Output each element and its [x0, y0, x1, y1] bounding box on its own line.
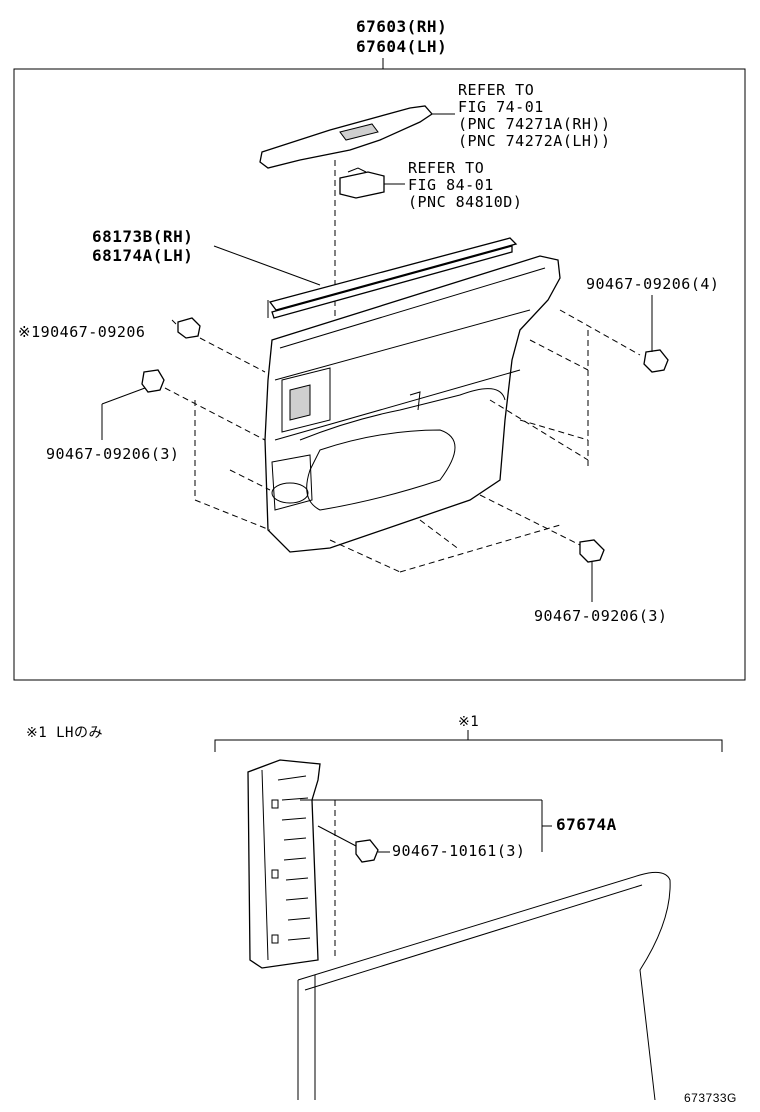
switch-base-part	[259, 105, 433, 169]
top-part-label-rh: 67603(RH)	[356, 17, 448, 36]
refer-switch-line4: (PNC 74272A(LH))	[458, 132, 611, 150]
weatherstrip-label-rh: 68173B(RH)	[92, 227, 194, 246]
pillar-clip-label: 90467-10161(3)	[392, 842, 526, 860]
weatherstrip-part	[267, 237, 518, 319]
weatherstrip-label-lh: 68174A(LH)	[92, 246, 194, 265]
top-part-label-lh: 67604(LH)	[356, 37, 448, 56]
pillar-garnish-part	[247, 759, 321, 969]
door-trim-panel	[264, 255, 561, 553]
lh-only-bracket	[214, 739, 723, 752]
refer-lamp-line3: (PNC 84810D)	[408, 193, 523, 211]
pillar-clip	[355, 839, 379, 863]
door-frame-outline	[297, 871, 671, 1101]
refer-switch-line3: (PNC 74271A(RH))	[458, 115, 611, 133]
clip-right	[643, 349, 669, 373]
bracket-note: ※1	[458, 714, 480, 730]
pillar-part-label: 67674A	[556, 815, 617, 834]
refer-switch-line2: FIG 74-01	[458, 98, 544, 116]
refer-lamp-line1: REFER TO	[408, 159, 485, 177]
refer-switch-line1: REFER TO	[458, 81, 535, 99]
clip-note-label: ※190467-09206	[18, 323, 146, 341]
clip-bottom	[579, 539, 605, 563]
refer-lamp-line2: FIG 84-01	[408, 176, 494, 194]
clip-left	[141, 369, 165, 393]
main-frame	[13, 68, 746, 681]
lh-only-note: ※1 LHのみ	[26, 725, 103, 741]
clip-right-label: 90467-09206(4)	[586, 275, 720, 293]
figure-code: 673733G	[684, 1091, 737, 1105]
clip-left-label: 90467-09206(3)	[46, 445, 180, 463]
clip-bottom-label: 90467-09206(3)	[534, 607, 668, 625]
lamp-part	[339, 167, 385, 199]
clip-top-left	[171, 317, 201, 339]
mounting-lines	[164, 309, 641, 573]
